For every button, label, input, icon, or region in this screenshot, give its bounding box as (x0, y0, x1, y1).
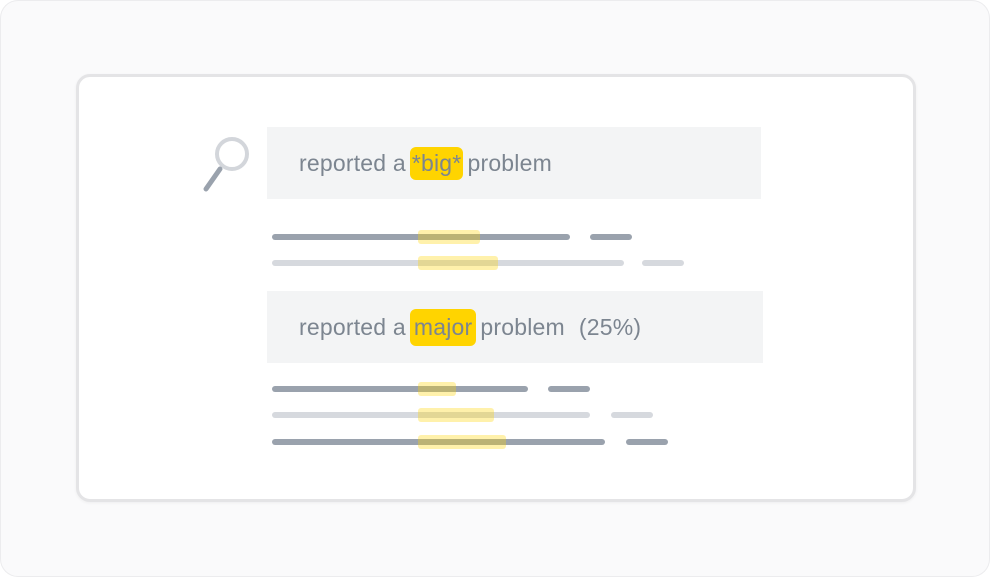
result-line (272, 439, 605, 445)
result-line-meta (626, 439, 668, 445)
result-line-meta (611, 412, 653, 418)
search-query-box[interactable]: reported a *big* problem (267, 127, 761, 199)
result-highlight (418, 435, 506, 449)
result-line-meta (590, 234, 632, 240)
query-percentage: (25%) (578, 313, 642, 340)
result-line (272, 234, 570, 240)
result-line (272, 412, 590, 418)
result-line (272, 386, 528, 392)
result-line (272, 260, 624, 266)
result-line-meta (642, 260, 684, 266)
query-suffix: problem (480, 313, 565, 340)
query-highlight-term: major (409, 308, 477, 346)
result-highlight (418, 382, 456, 396)
search-query-text: reported a major problem (25%) (299, 308, 642, 346)
query-suffix: problem (467, 149, 552, 176)
query-highlight-term: *big* (409, 146, 464, 180)
query-prefix: reported a (299, 149, 406, 176)
result-line-meta (548, 386, 590, 392)
query-prefix: reported a (299, 313, 406, 340)
search-icon (203, 137, 249, 192)
result-highlight (418, 256, 498, 270)
search-query-box[interactable]: reported a major problem (25%) (267, 291, 763, 363)
result-highlight (418, 408, 494, 422)
search-query-text: reported a *big* problem (299, 146, 552, 180)
result-highlight (418, 230, 480, 244)
